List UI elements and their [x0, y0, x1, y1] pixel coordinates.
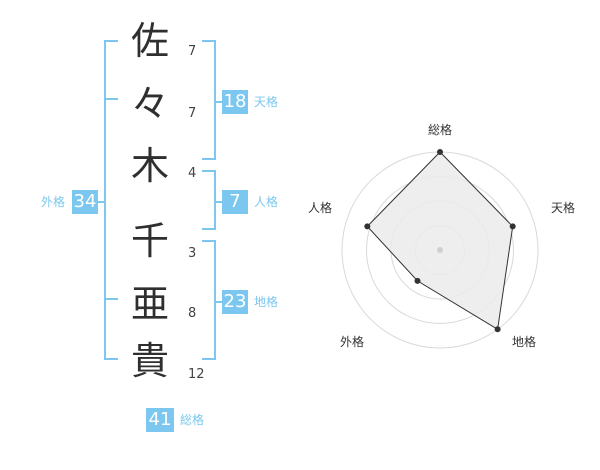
gaikaku-value: 34 [72, 190, 98, 214]
name-char-4: 千 [130, 219, 169, 263]
radar-chart [341, 149, 539, 349]
stroke-count-4: 3 [188, 246, 197, 261]
radar-point-4 [414, 277, 421, 284]
stroke-count-5: 8 [188, 306, 197, 321]
stroke-count-3: 4 [188, 166, 197, 181]
chikaku-label: 地格 [254, 295, 279, 309]
gaikaku-label: 外格 [41, 195, 66, 209]
tenkaku-value: 18 [222, 90, 248, 114]
radar-label-tenkaku: 天格 [551, 201, 576, 215]
radar-polygon [366, 151, 514, 331]
radar-point-2 [509, 223, 516, 230]
name-char-3: 木 [130, 144, 169, 188]
radar-point-5 [364, 223, 371, 230]
name-char-6: 貴 [130, 339, 169, 383]
radar-label-jinkaku: 人格 [308, 201, 333, 215]
tenkaku-label: 天格 [254, 95, 279, 109]
jinkaku-label: 人格 [254, 195, 279, 209]
name-char-1: 佐 [130, 19, 169, 63]
radar-point-3 [494, 326, 501, 333]
soukaku-value: 41 [146, 408, 174, 432]
radar-point-1 [437, 149, 443, 155]
stroke-count-1: 7 [188, 44, 197, 59]
stroke-count-2: 7 [188, 106, 197, 121]
stroke-count-6: 12 [188, 367, 205, 382]
name-char-2: 々 [130, 82, 169, 126]
name-char-5: 亜 [130, 282, 169, 326]
chikaku-value: 23 [222, 290, 248, 314]
radar-polygon-layer [366, 151, 514, 331]
jinkaku-value: 7 [222, 190, 248, 214]
radar-points [364, 149, 516, 333]
radar-label-soukaku: 総格 [428, 123, 453, 137]
radar-center-dot [437, 247, 443, 253]
soukaku-label: 総格 [180, 413, 205, 427]
radar-label-chikaku: 地格 [512, 335, 537, 349]
radar-label-gaikaku: 外格 [340, 335, 365, 349]
